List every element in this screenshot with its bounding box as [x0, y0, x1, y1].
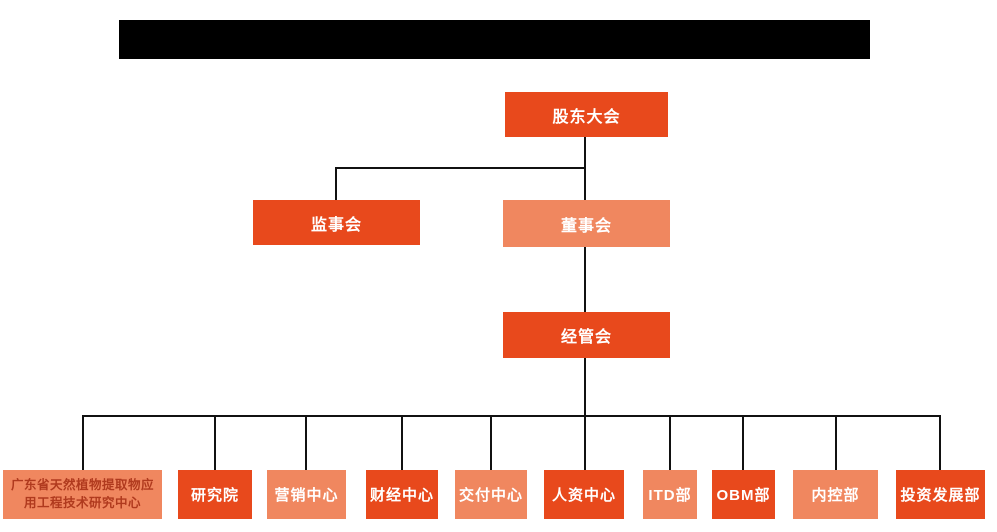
connector-line: [584, 358, 586, 416]
dept-label: 广东省天然植物提取物应用工程技术研究中心: [10, 478, 154, 510]
connector-line: [490, 415, 492, 470]
connector-line: [584, 167, 586, 200]
dept-label: 人资中心: [551, 487, 616, 504]
connector-line: [669, 415, 671, 470]
org-node-label: 董事会: [560, 217, 612, 235]
org-node-label: 经管会: [560, 329, 612, 346]
dept-label: 交付中心: [458, 487, 523, 504]
dept-label: ITD部: [648, 487, 692, 504]
connector-line: [305, 415, 307, 470]
connector-line: [584, 415, 586, 470]
connector-line: [742, 415, 744, 470]
dept-label: 财经中心: [369, 487, 434, 504]
org-node-label: 监事会: [310, 216, 362, 234]
connector-line: [335, 167, 586, 169]
connector-line: [82, 415, 941, 417]
connector-line: [335, 167, 337, 200]
dept-label: 内控部: [811, 487, 860, 504]
dept-delivery-center: 交付中心: [455, 470, 527, 519]
connector-line: [401, 415, 403, 470]
dept-research-institute: 研究院: [178, 470, 252, 519]
connector-line: [82, 415, 84, 470]
org-node-board-of-directors: 董事会: [503, 200, 670, 247]
dept-hr-center: 人资中心: [544, 470, 624, 519]
org-node-label: 股东大会: [552, 108, 621, 126]
dept-itd: ITD部: [643, 470, 697, 519]
org-node-shareholders-meeting: 股东大会: [505, 92, 668, 137]
dept-label: 投资发展部: [900, 487, 981, 504]
org-node-management-committee: 经管会: [503, 312, 670, 358]
connector-line: [584, 137, 586, 168]
dept-marketing-center: 营销中心: [267, 470, 346, 519]
dept-research-center: 广东省天然植物提取物应用工程技术研究中心: [3, 470, 162, 519]
dept-label: OBM部: [716, 487, 771, 504]
dept-finance-center: 财经中心: [366, 470, 438, 519]
connector-line: [939, 415, 941, 470]
connector-line: [214, 415, 216, 470]
dept-label: 研究院: [190, 487, 239, 504]
dept-internal-control: 内控部: [793, 470, 878, 519]
redacted-title-block: [119, 20, 870, 59]
dept-investment-development: 投资发展部: [896, 470, 985, 519]
org-node-supervisory-board: 监事会: [253, 200, 420, 245]
connector-line: [584, 247, 586, 312]
dept-obm: OBM部: [712, 470, 775, 519]
connector-line: [835, 415, 837, 470]
dept-label: 营销中心: [274, 487, 339, 504]
